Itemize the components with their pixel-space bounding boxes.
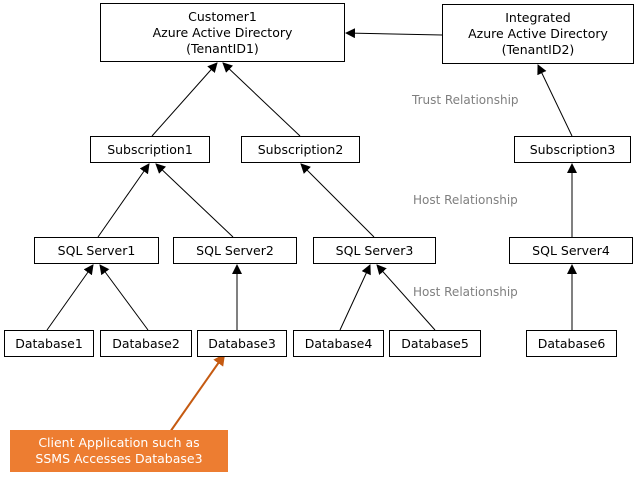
- subscription3-node: Subscription3: [514, 136, 631, 163]
- host-relationship-label-lower: Host Relationship: [413, 285, 518, 299]
- database1-node: Database1: [4, 330, 94, 357]
- arrow-subscription1-to-customer1: [151, 62, 218, 137]
- integrated-azure-ad-node: Integrated Azure Active Directory (Tenan…: [442, 4, 634, 64]
- arrow-database2-to-sqlserver1: [99, 264, 149, 331]
- arrow-database1-to-sqlserver1: [46, 264, 94, 331]
- trust-relationship-label: Trust Relationship: [412, 93, 519, 107]
- arrow-subscription2-to-customer1: [222, 62, 301, 137]
- subscription1-node: Subscription1: [90, 136, 210, 163]
- sql-server2-node: SQL Server2: [173, 237, 297, 264]
- subscription2-node: Subscription2: [241, 136, 360, 163]
- database3-node: Database3: [197, 330, 287, 357]
- arrow-sqlserver2-to-subscription1: [155, 163, 234, 238]
- database6-node: Database6: [526, 330, 617, 357]
- arrow-sqlserver3-to-subscription2: [300, 163, 375, 238]
- arrow-database5-to-sqlserver3: [376, 264, 436, 331]
- sql-server1-node: SQL Server1: [34, 237, 159, 264]
- host-relationship-label-upper: Host Relationship: [413, 193, 518, 207]
- arrow-database4-to-sqlserver3: [339, 264, 371, 331]
- customer1-azure-ad-node: Customer1 Azure Active Directory (Tenant…: [100, 3, 345, 62]
- database2-node: Database2: [100, 330, 192, 357]
- database5-node: Database5: [389, 330, 481, 357]
- client-application-box: Client Application such as SSMS Accesses…: [10, 430, 228, 472]
- arrow-integrated-to-customer1: [345, 28, 443, 39]
- sql-server3-node: SQL Server3: [313, 237, 436, 264]
- database4-node: Database4: [293, 330, 384, 357]
- arrow-client-to-database3: [169, 353, 226, 433]
- arrow-sqlserver1-to-subscription1: [97, 163, 150, 238]
- sql-server4-node: SQL Server4: [509, 237, 633, 264]
- arrow-subscription3-to-integrated: [537, 64, 573, 137]
